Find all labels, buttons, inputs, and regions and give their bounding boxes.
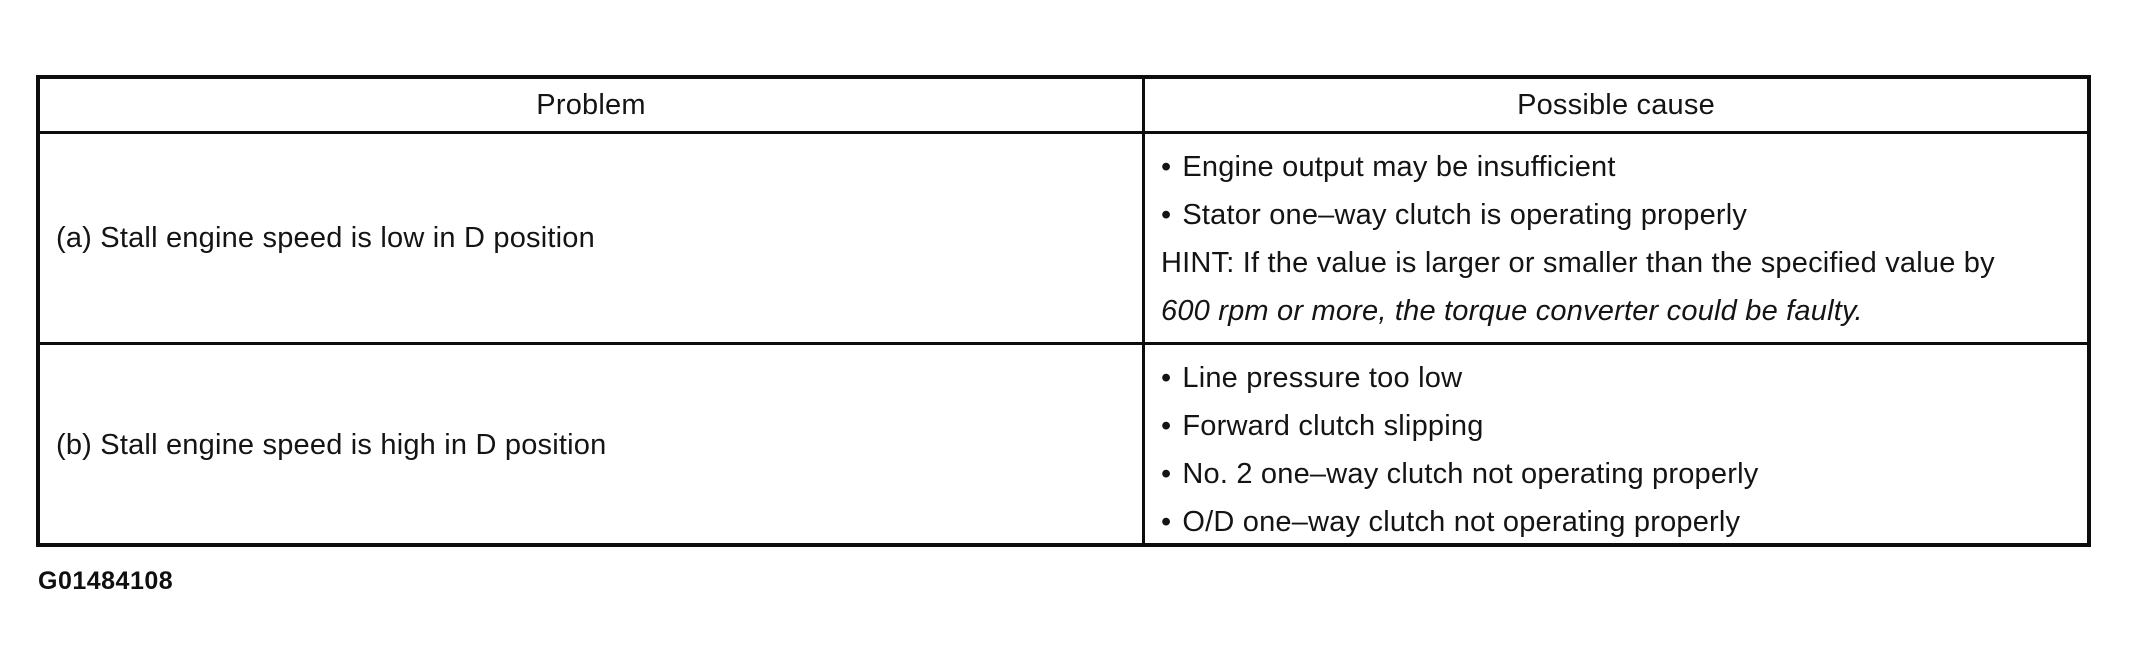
bullet-icon: •: [1161, 458, 1172, 490]
cause-item: • Stator one–way clutch is operating pro…: [1161, 191, 2069, 239]
bullet-icon: •: [1161, 506, 1172, 538]
hint-line-2: 600 rpm or more, the torque converter co…: [1161, 295, 1863, 327]
figure-code: G01484108: [38, 567, 174, 595]
cause-item: • Engine output may be insufficient: [1161, 143, 2069, 191]
bullet-icon: •: [1161, 362, 1172, 394]
header-problem-label: Problem: [536, 88, 646, 121]
cause-text: Forward clutch slipping: [1182, 410, 1484, 442]
troubleshooting-table: Problem Possible cause (a) Stall engine …: [36, 75, 2091, 547]
bullet-icon: •: [1161, 151, 1172, 183]
cause-text: O/D one–way clutch not operating properl…: [1182, 506, 1741, 538]
problem-b-text: (b) Stall engine speed is high in D posi…: [56, 429, 607, 461]
table-header-possible-cause: Possible cause: [1145, 79, 2087, 134]
problem-a-text: (a) Stall engine speed is low in D posit…: [56, 221, 595, 254]
table-row-a-problem-cell: (a) Stall engine speed is low in D posit…: [40, 134, 1145, 345]
cause-text: Stator one–way clutch is operating prope…: [1182, 199, 1748, 231]
header-possible-cause-label: Possible cause: [1517, 88, 1715, 121]
cause-text: Engine output may be insufficient: [1182, 151, 1616, 183]
cause-text: Line pressure too low: [1182, 362, 1463, 394]
table-row-b-problem-cell: (b) Stall engine speed is high in D posi…: [40, 345, 1145, 546]
bullet-icon: •: [1161, 410, 1172, 442]
cause-item: • Line pressure too low: [1161, 354, 2069, 402]
cause-text: No. 2 one–way clutch not operating prope…: [1182, 458, 1759, 490]
hint-line-1: HINT: If the value is larger or smaller …: [1161, 247, 1995, 279]
table-header-problem: Problem: [40, 79, 1145, 134]
table-row-a-cause-cell: • Engine output may be insufficient • St…: [1145, 134, 2087, 345]
cause-item: • O/D one–way clutch not operating prope…: [1161, 498, 2069, 546]
table-row-b-cause-cell: • Line pressure too low • Forward clutch…: [1145, 345, 2087, 546]
bullet-icon: •: [1161, 199, 1172, 231]
cause-item: • No. 2 one–way clutch not operating pro…: [1161, 450, 2069, 498]
cause-item: • Forward clutch slipping: [1161, 402, 2069, 450]
